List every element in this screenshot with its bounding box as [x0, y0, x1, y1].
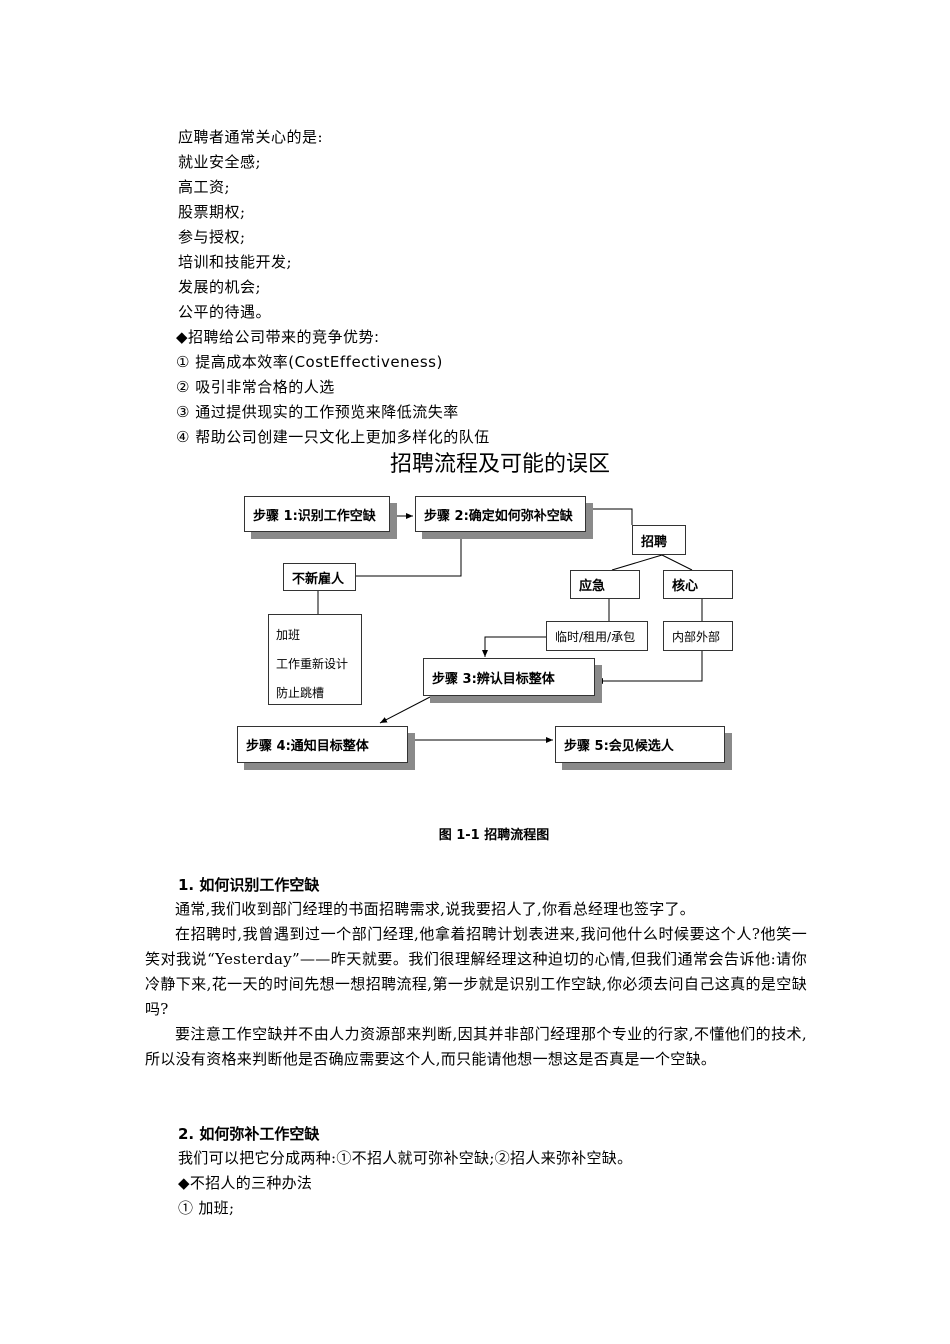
intro-line: 参与授权;: [178, 228, 246, 246]
recruit-label: 招聘: [641, 534, 668, 550]
no-hire-option: 加班: [276, 628, 301, 642]
section1-paragraph: 通常,我们收到部门经理的书面招聘需求,说我要招人了,你看总经理也签字了。: [175, 900, 696, 918]
emergency-box: 应急: [570, 570, 640, 599]
intro-line: 公平的待遇。: [178, 303, 272, 321]
step1-box: 步骤 1:识别工作空缺: [244, 496, 390, 532]
section2-paragraph: ① 加班;: [178, 1199, 235, 1217]
recruit-box: 招聘: [632, 525, 686, 555]
advantage-item: ④ 帮助公司创建一只文化上更加多样化的队伍: [176, 428, 490, 446]
figure-caption: 图 1-1 招聘流程图: [438, 828, 550, 843]
advantage-item: ① 提高成本效率(CostEffectiveness): [176, 353, 443, 371]
section1-heading: 1. 如何识别工作空缺: [178, 876, 320, 894]
core-detail-label: 内部外部: [672, 629, 721, 644]
advantage-item: ② 吸引非常合格的人选: [176, 378, 335, 396]
section2-heading: 2. 如何弥补工作空缺: [178, 1125, 320, 1143]
step5-label: 步骤 5:会见候选人: [564, 739, 674, 754]
section1-body: 通常,我们收到部门经理的书面招聘需求,说我要招人了,你看总经理也签字了。 在招聘…: [145, 897, 807, 1072]
section2-paragraph: 我们可以把它分成两种:①不招人就可弥补空缺;②招人来弥补空缺。: [178, 1149, 633, 1167]
diagram-title: 招聘流程及可能的误区: [389, 452, 610, 477]
section2-body: 我们可以把它分成两种:①不招人就可弥补空缺;②招人来弥补空缺。 ◆不招人的三种办…: [178, 1146, 807, 1221]
step3-box: 步骤 3:辨认目标整体: [423, 658, 595, 696]
step4-label: 步骤 4:通知目标整体: [246, 739, 369, 754]
section2-paragraph: ◆不招人的三种办法: [178, 1174, 313, 1192]
step2-label: 步骤 2:确定如何弥补空缺: [424, 508, 573, 524]
no-hire-option: 工作重新设计: [276, 657, 349, 671]
section1-paragraph: 在招聘时,我曾遇到过一个部门经理,他拿着招聘计划表进来,我问他什么时候要这个人?…: [145, 925, 807, 1018]
step5-box: 步骤 5:会见候选人: [555, 726, 725, 763]
no-hire-options-box: 加班 工作重新设计 防止跳槽: [268, 614, 362, 705]
core-box: 核心: [663, 570, 733, 599]
step3-label: 步骤 3:辨认目标整体: [432, 671, 555, 687]
advantages-heading: ◆招聘给公司带来的竞争优势:: [176, 328, 380, 346]
intro-line: 股票期权;: [178, 203, 246, 221]
emergency-detail-box: 临时/租用/承包: [546, 621, 648, 651]
step2-box: 步骤 2:确定如何弥补空缺: [415, 496, 586, 532]
intro-line: 发展的机会;: [178, 278, 262, 296]
intro-line: 高工资;: [178, 178, 231, 196]
core-label: 核心: [672, 579, 699, 594]
step4-box: 步骤 4:通知目标整体: [237, 726, 408, 763]
no-hire-box: 不新雇人: [283, 563, 356, 591]
intro-line: 应聘者通常关心的是:: [178, 128, 324, 146]
no-hire-label: 不新雇人: [292, 571, 345, 587]
emergency-label: 应急: [579, 579, 606, 594]
no-hire-option: 防止跳槽: [276, 686, 325, 700]
intro-line: 培训和技能开发;: [178, 253, 293, 271]
core-detail-box: 内部外部: [663, 621, 733, 651]
step1-label: 步骤 1:识别工作空缺: [253, 508, 376, 524]
intro-line: 就业安全感;: [178, 153, 262, 171]
section1-paragraph: 要注意工作空缺并不由人力资源部来判断,因其并非部门经理那个专业的行家,不懂他们的…: [145, 1025, 807, 1068]
advantage-item: ③ 通过提供现实的工作预览来降低流失率: [176, 403, 459, 421]
emergency-detail-label: 临时/租用/承包: [555, 629, 636, 644]
